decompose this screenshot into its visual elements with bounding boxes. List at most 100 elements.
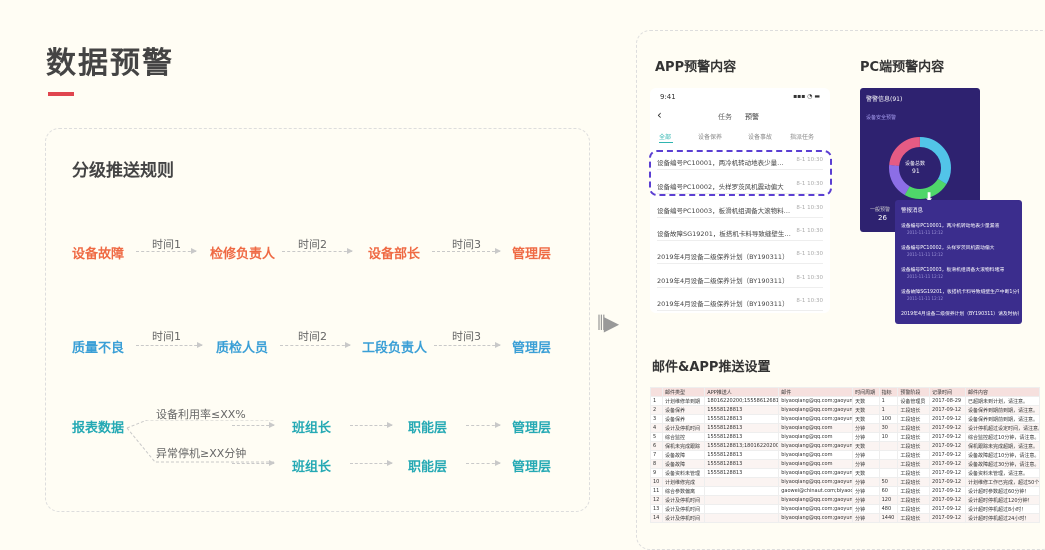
alert-text: 2019年4月设备二级保养计划（BY190311） [657, 277, 789, 285]
donut-value: 91 [912, 168, 920, 175]
table-cell: 天数 [852, 468, 880, 478]
table-row[interactable]: 10计划维修完成biyaoqiang@qq.com;gaoyunfei@qq.c… [649, 477, 1040, 487]
tab-alert[interactable]: 预警 [745, 113, 759, 121]
table-cell: 工段班长 [897, 504, 931, 514]
alert-list-item[interactable]: 2019年4月设备二级保养计划（BY190311）8-1 10:30 [657, 291, 823, 311]
flow-arrow [466, 460, 501, 466]
table-cell: 3 [649, 414, 664, 424]
table-row[interactable]: 14设计及停机时间biyaoqiang@qq.com;gaoyunfei@qq.… [649, 513, 1040, 523]
popup-item[interactable]: 设备编号PC10002，头样罗茨风机震动偏大 [901, 246, 995, 251]
mail-section-title: 邮件&APP推送设置 [652, 360, 771, 375]
flow-time-label: 时间2 [298, 330, 327, 343]
table-cell: 120 [878, 495, 899, 505]
back-icon[interactable]: ‹ [657, 108, 662, 122]
table-cell: 14 [649, 513, 664, 523]
flow-arrow [466, 422, 501, 428]
table-cell: 2017-09-12 [929, 432, 966, 442]
flow-arrow [136, 342, 203, 348]
table-cell: 50 [878, 477, 899, 487]
flow-arrow [282, 248, 353, 254]
filter-maintenance[interactable]: 设备保养 [698, 134, 723, 141]
table-cell: 30 [878, 423, 899, 433]
popup-header: 警报消息 [901, 208, 924, 214]
table-cell: 保机跟踪未完成超期，请注意。 [965, 441, 1040, 451]
flow-node-team-leader: 班组长 [292, 421, 332, 436]
table-cell: 天数 [852, 414, 880, 424]
table-header: 邮件类型 [662, 387, 706, 397]
table-cell: 设备资料未管理 [662, 468, 706, 478]
table-cell: 分钟 [852, 495, 880, 505]
table-cell: 480 [878, 504, 899, 514]
table-cell: 分钟 [852, 513, 880, 523]
table-cell: biyaoqiang@qq.com;gaoyunfei@qq.com [778, 477, 854, 487]
table-cell: 2017-09-12 [929, 477, 966, 487]
table-cell: 天数 [852, 396, 880, 406]
table-cell: biyaoqiang@qq.com;gaoyunfei@qq.com [778, 441, 854, 451]
table-header: 邮件 [778, 387, 854, 397]
table-cell: 分钟 [852, 423, 880, 433]
table-cell: 工段班长 [897, 468, 931, 478]
table-cell: 已超期未到计划，请注意。 [965, 396, 1040, 406]
table-cell: biyaoqiang@qq.com;gaoyunfei@qq.com [778, 414, 854, 424]
table-cell: 2017-09-12 [929, 423, 966, 433]
rules-panel [45, 128, 590, 512]
popup-time: 2011-11-11 12:12 [907, 230, 944, 235]
alert-list-item[interactable]: 设备编号PC10001，两冷机转动地表少量…8-1 10:30 [657, 150, 823, 170]
table-cell: 分钟 [852, 459, 880, 469]
table-cell: 工段班长 [897, 477, 931, 487]
table-row[interactable]: 13设计及停机时间biyaoqiang@qq.com;gaoyunfei@qq.… [649, 504, 1040, 514]
table-row[interactable]: 12设计及停机时间biyaoqiang@qq.com;gaoyunfei@qq.… [649, 495, 1040, 505]
filter-all[interactable]: 全部 [659, 134, 672, 141]
table-row[interactable]: 11综合参数偏离gaowei@chinaut.com;biyaoqiang@qq… [649, 486, 1040, 496]
flow-time-label: 时间3 [452, 330, 481, 343]
table-cell: 2017-09-12 [929, 486, 966, 496]
flow-time-label: 时间1 [152, 238, 181, 251]
table-cell: 设备保养到期前到期，请注意。 [965, 414, 1040, 424]
popup-item[interactable]: 2019年4月设备二级保养计划（BY190311）请及时执行 [901, 312, 1019, 317]
table-cell: 2017-08-29 [929, 396, 966, 406]
alert-list-item[interactable]: 设备故障SG19201，板搭机卡料导致缝壁生…8-1 10:30 [657, 221, 823, 241]
table-cell: 4 [649, 423, 664, 433]
tab-task[interactable]: 任务 [718, 113, 732, 121]
filter-assigned[interactable]: 指派任务 [790, 134, 815, 141]
alert-list-item[interactable]: 设备编号PC10003，板滑机组调备大滚物料…8-1 10:30 [657, 198, 823, 218]
popup-item[interactable]: 设备编号PC10003，板滑机组调备大滚物料堵滞 [901, 268, 1005, 273]
flow-node-functional: 职能层 [408, 421, 448, 436]
table-cell: 2 [649, 405, 664, 415]
flow-time-label: 时间1 [152, 330, 181, 343]
popup-time: 2011-11-11 12:12 [907, 274, 944, 279]
flow-arrow [232, 460, 275, 466]
flow-node-equipment-head: 设备部长 [368, 247, 421, 262]
popup-item[interactable]: 设备编号PC10001，两冷机转动地表少量漏液 [901, 224, 1000, 229]
popup-time: 2011-11-11 12:12 [907, 252, 944, 257]
table-cell: 工段班长 [897, 459, 931, 469]
pc-footer-label: 一般预警 [870, 207, 891, 213]
table-cell: biyaoqiang@qq.com [778, 423, 854, 433]
table-cell: 分钟 [852, 450, 880, 460]
table-cell: gaowei@chinaut.com;biyaoqiang@qq.com [778, 486, 854, 496]
flow-source-report-data: 报表数据 [72, 421, 125, 436]
alert-time: 8-1 10:30 [796, 275, 823, 281]
popup-item[interactable]: 设备故障SG19201，板搭机卡料导致缝壁生产中断1分钟 [901, 290, 1019, 295]
table-cell [704, 486, 780, 496]
table-cell: 设备保养 [662, 414, 706, 424]
alert-list-item[interactable]: 2019年4月设备二级保养计划（BY190311） 8-1 10:30 [657, 268, 823, 288]
table-cell: 天数 [852, 441, 880, 451]
table-cell: 设计超时停机超过24小时！ [965, 513, 1040, 523]
table-cell: 15558128813 [704, 405, 780, 415]
filter-accident[interactable]: 设备事故 [748, 134, 773, 141]
table-cell: biyaoqiang@qq.com;gaoyunfei@qq.com [778, 513, 854, 523]
table-cell: 计划维修单到期 [662, 396, 706, 406]
flow-arrow [350, 460, 393, 466]
alert-list-item[interactable]: 2019年4月设备二级保养计划（BY190311）8-1 10:30 [657, 244, 823, 264]
